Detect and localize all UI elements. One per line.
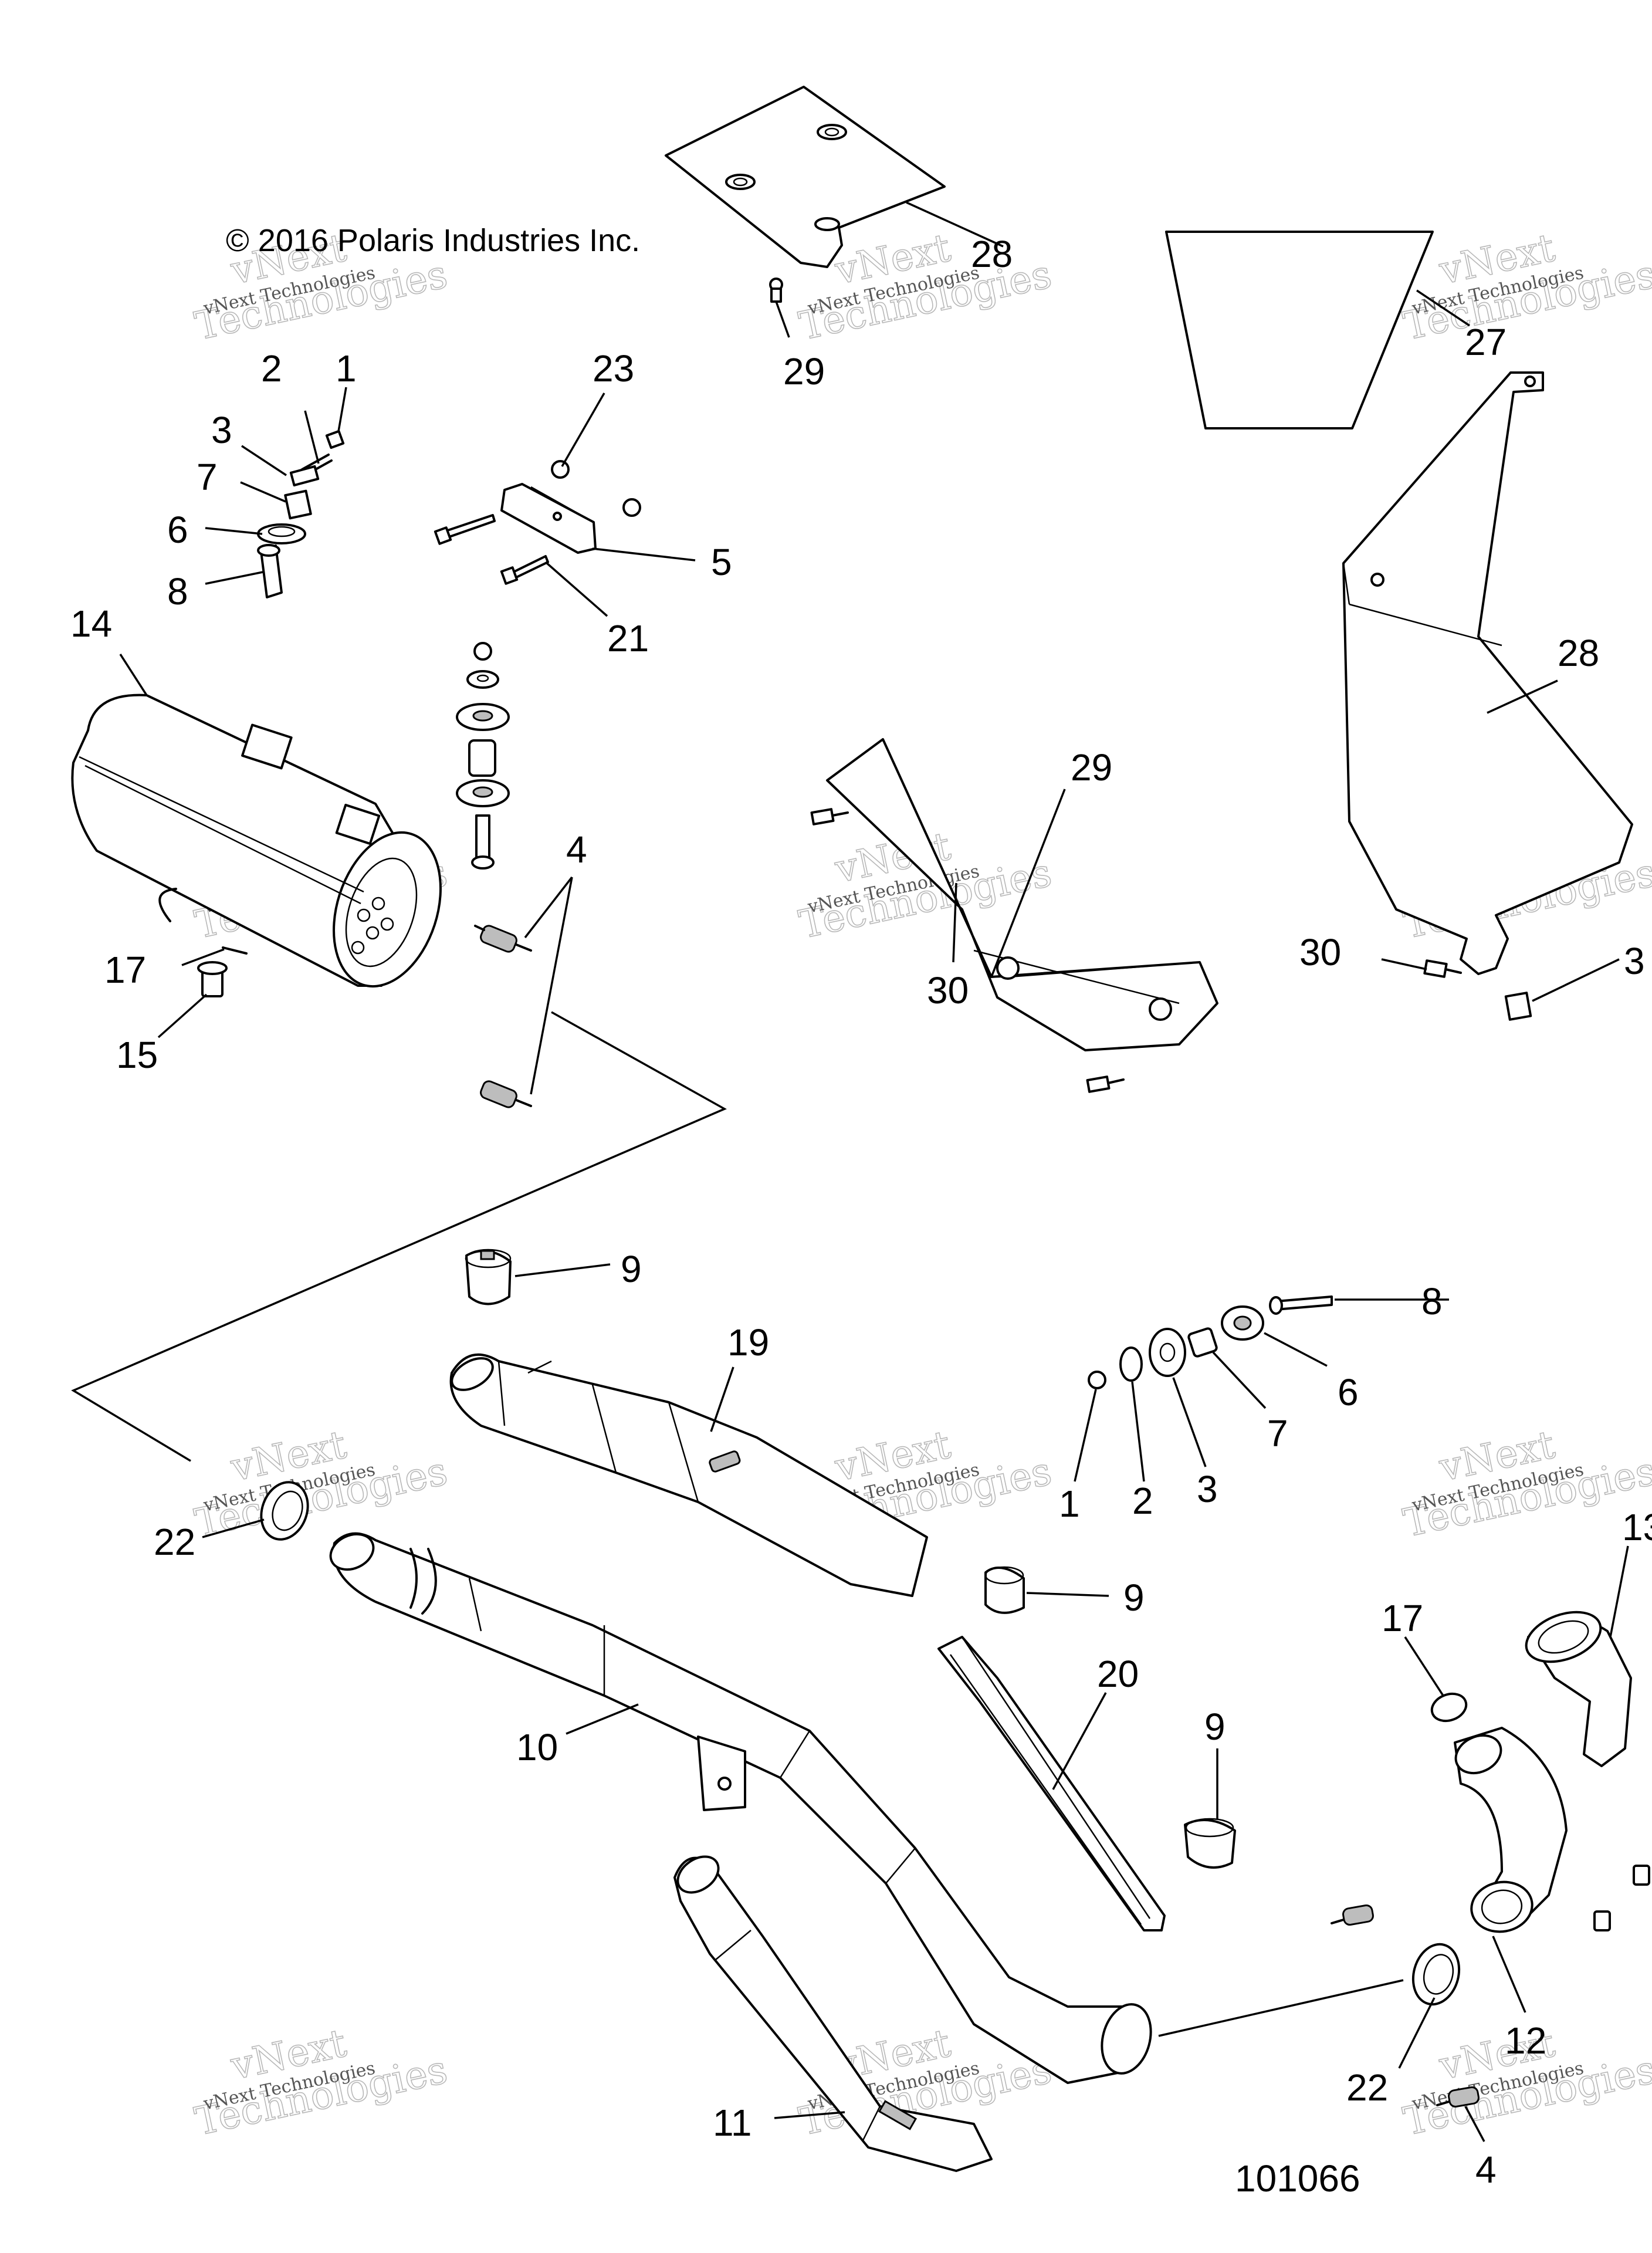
bolts-right-edge xyxy=(1593,1865,1650,1931)
part-31-clip-right xyxy=(1504,992,1532,1021)
callout-8-lower: 8 xyxy=(1421,1280,1443,1322)
callout-23: 23 xyxy=(593,347,634,390)
part-17-ring xyxy=(1430,1692,1468,1723)
leader-lines xyxy=(71,201,1629,2142)
callout-1-lower: 1 xyxy=(1059,1483,1080,1525)
callout-6-upper: 6 xyxy=(167,509,188,551)
callout-6-lower: 6 xyxy=(1338,1371,1359,1413)
part-29-heat-shield xyxy=(826,738,1218,1051)
copyright-notice: © 2016 Polaris Industries Inc. xyxy=(226,223,640,258)
callout-4-lower: 4 xyxy=(1475,2149,1497,2191)
callout-16: 17 xyxy=(104,949,146,991)
part-9-clamp-top xyxy=(465,1249,512,1305)
part-15-bolt xyxy=(197,961,228,997)
part-21-bolt xyxy=(434,514,549,585)
part-4-spring-right-upper xyxy=(1331,1904,1374,1926)
callout-10: 10 xyxy=(516,1726,558,1768)
part-4-spring-right-lower xyxy=(1436,2086,1480,2108)
callout-25: 27 xyxy=(1465,321,1507,363)
watermark-9: vNext Technologies vNext Technologies xyxy=(1399,1422,1652,1547)
muffler-mesh xyxy=(351,897,394,955)
callout-20: 20 xyxy=(1097,1653,1139,1695)
callout-30-left: 30 xyxy=(927,969,969,1012)
part-20-heat-shield xyxy=(937,1636,1166,1931)
callout-26: 28 xyxy=(971,233,1013,275)
callout-19: 19 xyxy=(727,1321,769,1364)
part-12-elbow xyxy=(1454,1727,1568,1933)
part-10-pipe xyxy=(329,1532,1152,2084)
callout-29: 29 xyxy=(1071,746,1112,789)
callout-21: 21 xyxy=(607,617,649,659)
part-22-gasket-right xyxy=(1411,1943,1461,2006)
callout-2-upper: 2 xyxy=(261,347,282,390)
callout-7-lower: 7 xyxy=(1267,1412,1288,1454)
part-30-screw-right xyxy=(1423,959,1462,978)
callout-22-right: 22 xyxy=(1346,2066,1388,2109)
part-14-muffler xyxy=(71,694,442,988)
document-number: 101066 xyxy=(1235,2157,1360,2200)
callout-31-partial: 3 xyxy=(1624,940,1645,982)
part-13-flange xyxy=(1525,1611,1632,1767)
callout-1-upper: 1 xyxy=(336,347,357,390)
part-22-gasket-left xyxy=(260,1481,309,1541)
part-23-nut xyxy=(551,460,641,517)
part-28-heat-shield xyxy=(1342,371,1633,975)
part-9-clamp-right xyxy=(1184,1818,1236,1869)
callout-5: 5 xyxy=(711,541,732,583)
callout-4-upper: 4 xyxy=(566,828,587,871)
callout-17: 17 xyxy=(1382,1597,1423,1639)
callout-14: 14 xyxy=(70,603,112,645)
watermark-10: vNext Technologies vNext Technologies xyxy=(191,2020,452,2145)
part-4-spring-upper xyxy=(474,925,532,953)
callout-30-right: 30 xyxy=(1299,931,1341,973)
part-4-spring-lower xyxy=(480,1080,532,1108)
callout-7-upper: 7 xyxy=(197,456,218,498)
part-25-decal xyxy=(1165,231,1434,429)
part-30-screw-left xyxy=(810,808,1125,1093)
part-26-heat-shield-plate xyxy=(665,86,946,268)
callout-8-upper: 8 xyxy=(167,570,188,613)
part-5-bracket xyxy=(500,483,597,554)
hardware-stack-upper xyxy=(257,429,345,598)
part-9-clamp-middle xyxy=(984,1566,1025,1614)
part-19-pipe xyxy=(449,1353,928,1597)
callout-labels: 28 29 27 2 1 3 7 6 8 23 5 21 14 17 15 4 … xyxy=(70,233,1652,2191)
callout-9-middle: 9 xyxy=(1123,1577,1145,1619)
watermark-3: vNext Technologies vNext Technologies xyxy=(1399,225,1652,350)
part-27-screw xyxy=(769,278,783,303)
callout-9-right: 9 xyxy=(1204,1706,1226,1748)
callout-28: 28 xyxy=(1558,632,1599,674)
callout-11: 11 xyxy=(713,2102,751,2144)
callout-3-lower: 3 xyxy=(1197,1468,1218,1510)
hardware-stack-lower xyxy=(1088,1295,1333,1389)
callout-15: 15 xyxy=(116,1034,158,1076)
watermark-7: vNext Technologies vNext Technologies xyxy=(191,1422,452,1547)
callout-12: 12 xyxy=(1505,2019,1546,2062)
part-11-pipe xyxy=(673,1855,993,2172)
callout-9-top: 9 xyxy=(621,1248,642,1290)
callout-27: 29 xyxy=(783,350,825,393)
callout-13: 13 xyxy=(1622,1506,1652,1548)
callout-22-left: 22 xyxy=(154,1521,195,1563)
callout-3-upper: 3 xyxy=(211,409,232,451)
part-16-clip xyxy=(222,946,248,955)
callout-2-lower: 2 xyxy=(1132,1480,1153,1522)
isolator-stack xyxy=(456,642,510,870)
